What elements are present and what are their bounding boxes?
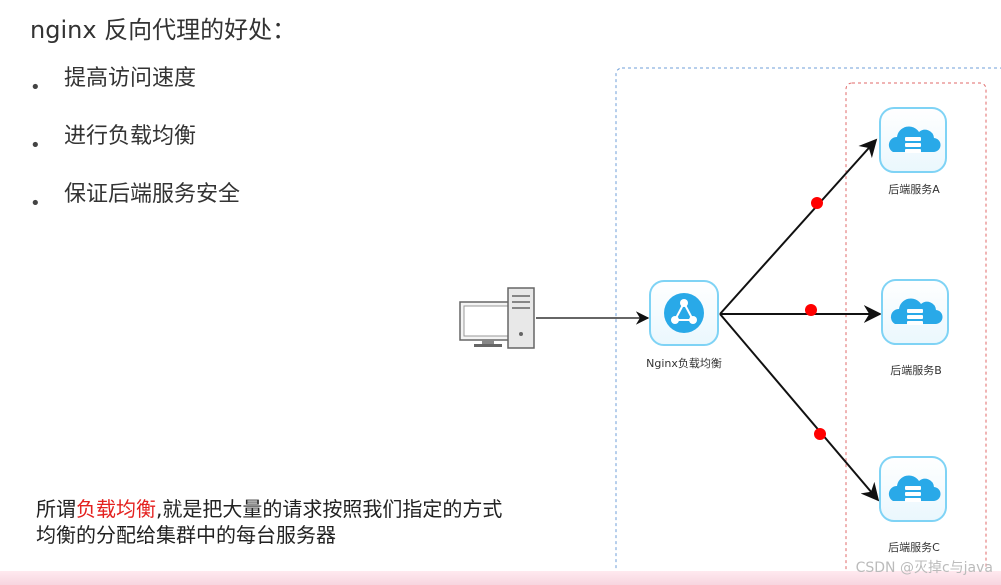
bullet-item: • 提高访问速度 <box>30 62 240 120</box>
benefit-list: • 提高访问速度 • 进行负载均衡 • 保证后端服务安全 <box>30 62 240 236</box>
nginx-to-server-c-arrow <box>719 313 880 502</box>
load-balancing-definition: 所谓负载均衡,就是把大量的请求按照我们指定的方式均衡的分配给集群中的每台服务器 <box>36 496 516 548</box>
bottom-band <box>0 571 1001 585</box>
page-title: nginx 反向代理的好处： <box>30 16 297 44</box>
caption-rest: ,就是把大量的请求按照我们指定的方式均衡的分配给集群中的每台服务器 <box>36 497 503 547</box>
cluster-outer-box <box>615 67 1001 585</box>
bullet-text: 进行负载均衡 <box>64 124 197 149</box>
bullet-dot-icon: • <box>30 193 41 214</box>
network-nodes-icon <box>649 280 719 346</box>
bullet-dot-icon: • <box>30 135 41 156</box>
server-b-label: 后端服务B <box>890 364 942 377</box>
cloud-server-icon <box>881 279 949 345</box>
bullet-text: 保证后端服务安全 <box>64 182 241 207</box>
request-dot <box>814 428 826 440</box>
caption-highlight: 负载均衡 <box>76 497 156 521</box>
request-dot <box>805 304 817 316</box>
cloud-server-icon <box>879 456 947 522</box>
server-c-label: 后端服务C <box>888 541 940 554</box>
bullet-item: • 保证后端服务安全 <box>30 178 240 236</box>
request-dot <box>811 197 823 209</box>
caption-prefix: 所谓 <box>36 497 76 521</box>
bullet-dot-icon: • <box>30 77 41 98</box>
nginx-to-server-a-arrow <box>719 138 878 315</box>
server-a-label: 后端服务A <box>888 183 940 196</box>
nginx-label: Nginx负载均衡 <box>646 356 722 370</box>
bullet-item: • 进行负载均衡 <box>30 120 240 178</box>
watermark: CSDN @灭掉c与java <box>855 560 993 576</box>
bullet-text: 提高访问速度 <box>64 66 197 91</box>
cloud-server-icon <box>879 107 947 173</box>
desktop-computer-icon <box>459 287 535 349</box>
